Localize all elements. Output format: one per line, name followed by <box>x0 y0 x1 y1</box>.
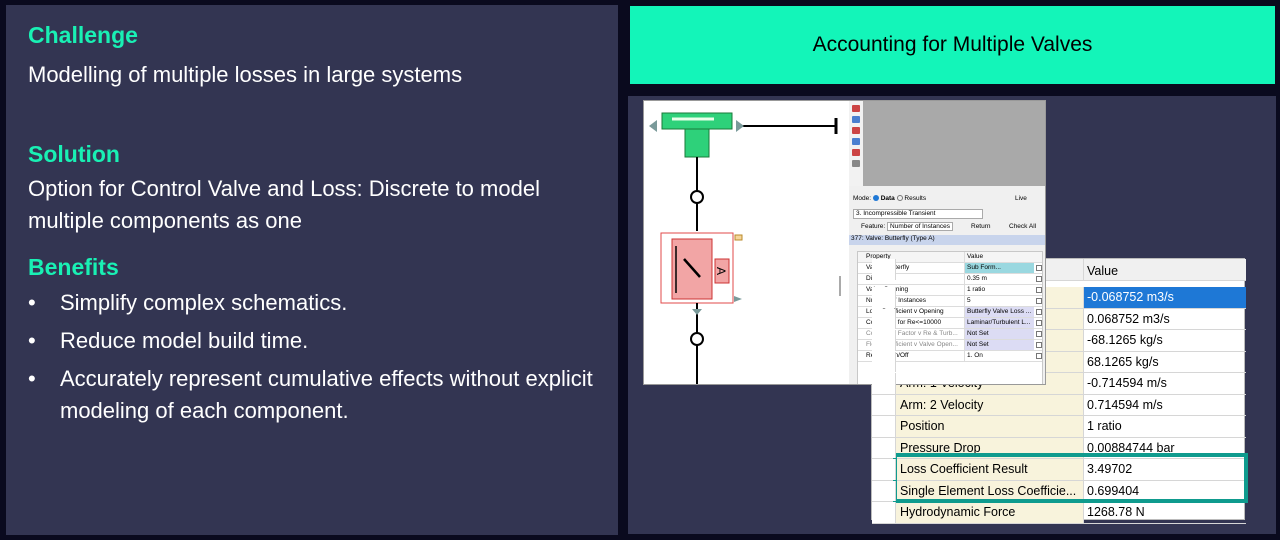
feature-label: Feature: <box>861 223 886 230</box>
benefits-heading: Benefits <box>28 254 119 280</box>
tool-icon[interactable] <box>852 116 860 123</box>
tool-icon[interactable] <box>852 149 860 156</box>
bullet-icon: • <box>28 328 36 353</box>
live-dropdown[interactable]: Live <box>1015 195 1027 202</box>
table-row-single-element-loss[interactable]: Single Element Loss Coefficie...0.699404 <box>872 480 1246 502</box>
vertical-toolbar <box>849 101 863 186</box>
tool-icon[interactable] <box>852 160 860 167</box>
preview-pane <box>863 101 1045 186</box>
mode-data[interactable]: Data <box>880 195 895 202</box>
check-all-checkbox[interactable]: Check All <box>1009 223 1037 230</box>
mode-results[interactable]: Results <box>904 195 927 202</box>
challenge-text: Modelling of multiple losses in large sy… <box>28 62 463 87</box>
tool-icon[interactable] <box>852 127 860 134</box>
schematic-diagram: A <box>649 112 841 384</box>
left-panel: Challenge Modelling of multiple losses i… <box>6 5 618 535</box>
bullet-icon: • <box>28 366 36 391</box>
radio-data-icon[interactable] <box>872 195 879 202</box>
schematic-screenshot: A Mode: Data Results <box>643 100 1046 385</box>
valve-label: A <box>714 267 728 275</box>
radio-results-icon[interactable] <box>896 195 903 202</box>
schematic-canvas[interactable]: A <box>644 101 849 384</box>
element-title: 377: Valve: Butterfly (Type A) <box>849 235 1045 245</box>
table-row[interactable]: Correction Factor v Re & Turb...Not Set <box>858 329 1042 340</box>
list-item: •Reduce model build time. <box>28 325 608 357</box>
challenge-heading: Challenge <box>28 22 138 48</box>
list-item: •Simplify complex schematics. <box>28 287 608 319</box>
scenario-select[interactable]: 3. Incompressible Transient <box>853 209 983 219</box>
tool-icon[interactable] <box>852 138 860 145</box>
banner-title: Accounting for Multiple Valves <box>812 33 1093 56</box>
mode-label: Mode: <box>853 195 872 202</box>
value-column-header: Value <box>1084 259 1246 280</box>
grid-header: Property Value <box>858 252 1042 263</box>
bullet-icon: • <box>28 290 36 315</box>
tool-icon[interactable] <box>852 105 860 112</box>
solution-text: Option for Control Valve and Loss: Discr… <box>28 176 540 233</box>
banner: Accounting for Multiple Valves <box>630 6 1275 84</box>
table-row[interactable]: Flow Coefficient v Valve Open...Not Set <box>858 340 1042 351</box>
feature-select[interactable]: Number of Instances <box>887 222 954 231</box>
benefits-list: •Simplify complex schematics. •Reduce mo… <box>28 287 608 433</box>
list-item: •Accurately represent cumulative effects… <box>28 363 608 427</box>
solution-heading: Solution <box>28 141 120 167</box>
return-button[interactable]: Return <box>971 223 991 230</box>
